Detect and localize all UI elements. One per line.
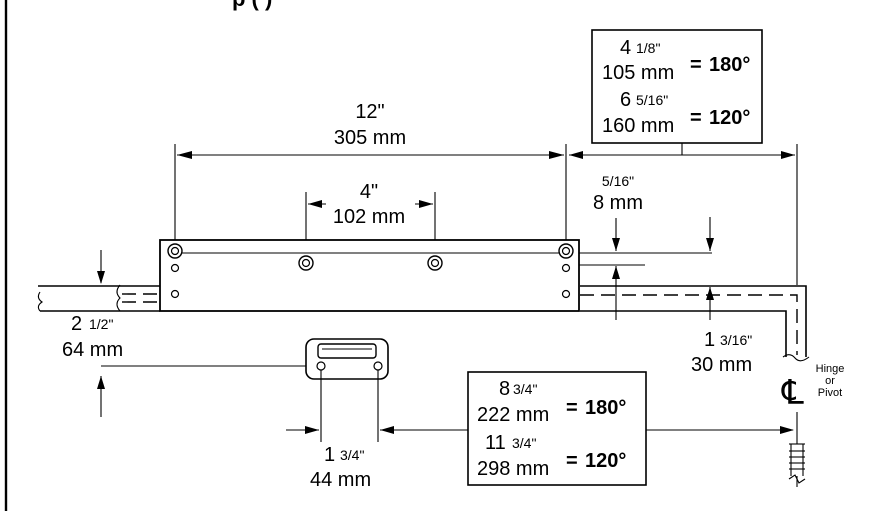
top-info-box: 4 1/8" 105 mm = 180° 6 5/16" 160 mm = 12… bbox=[591, 29, 763, 144]
dim-offset-metric: 8 mm bbox=[593, 192, 643, 214]
small-hole bbox=[170, 289, 180, 299]
bottom-row2-imperial-whole: 11 bbox=[485, 432, 506, 454]
centerline-symbol-icon: ℄ bbox=[781, 374, 804, 412]
hinge-label-line1: Hinge bbox=[816, 363, 845, 375]
dim-overall-metric: 305 mm bbox=[334, 127, 406, 149]
bottom-row2-imperial-frac: 3/4" bbox=[512, 435, 536, 451]
dim-bracket: 1 3/4" 44 mm bbox=[286, 426, 468, 491]
top-row1-angle: 180° bbox=[709, 54, 750, 76]
bottom-row1-equals: = bbox=[566, 397, 578, 419]
top-row1-metric: 105 mm bbox=[602, 62, 674, 84]
hinge-label-line2: or bbox=[825, 375, 835, 387]
dim-height-metric: 64 mm bbox=[62, 339, 123, 361]
top-info-box-frame bbox=[591, 29, 763, 144]
bottom-row1-imperial-frac: 3/4" bbox=[513, 381, 537, 397]
dim-reveal-imperial-whole: 1 bbox=[704, 329, 715, 351]
arrowhead-down bbox=[97, 271, 105, 284]
bottom-info-box: 8 3/4" 222 mm = 180° 11 3/4" 298 mm = 12… bbox=[467, 371, 647, 486]
dim-reveal-metric: 30 mm bbox=[691, 354, 752, 376]
bottom-row2-equals: = bbox=[566, 450, 578, 472]
bottom-row1-imperial-whole: 8 bbox=[499, 378, 510, 400]
mounting-plate-body bbox=[159, 239, 580, 312]
dim-overall: 12" 305 mm bbox=[177, 101, 564, 159]
hinge-centerline: ℄ Hinge or Pivot bbox=[781, 363, 844, 444]
dim-inner-imperial: 4" bbox=[360, 181, 378, 203]
top-row2-metric: 160 mm bbox=[602, 115, 674, 137]
bottom-row2-metric: 298 mm bbox=[477, 458, 549, 480]
screw-hole-inner bbox=[170, 246, 180, 256]
small-hole bbox=[170, 263, 180, 273]
rail-bottom-right bbox=[580, 310, 787, 357]
hinge-label-line3: Pivot bbox=[818, 387, 842, 399]
screw-hole-inner bbox=[561, 246, 571, 256]
top-row1-equals: = bbox=[690, 54, 702, 76]
dim-inner: 4" 102 mm bbox=[305, 181, 436, 258]
bracket bbox=[305, 338, 389, 442]
rail-dash-right bbox=[580, 294, 798, 355]
screw-hole bbox=[558, 243, 574, 259]
dim-reveal: 1 3/16" 30 mm bbox=[691, 287, 752, 376]
dim-height-imperial-frac: 1/2" bbox=[89, 316, 113, 332]
small-hole bbox=[561, 263, 571, 273]
arrowhead-left bbox=[308, 200, 322, 208]
top-row2-equals: = bbox=[690, 107, 702, 129]
dim-height: 2 1/2" 64 mm bbox=[62, 250, 316, 417]
screw-hole bbox=[167, 243, 183, 259]
wall-break-mid bbox=[116, 284, 121, 312]
wall-break-left bbox=[37, 291, 43, 312]
small-hole bbox=[561, 289, 571, 299]
bracket-hole bbox=[373, 361, 383, 371]
bottom-info-box-frame bbox=[467, 371, 647, 486]
top-row2-imperial-frac: 5/16" bbox=[636, 92, 668, 108]
bottom-row2-angle: 120° bbox=[585, 450, 626, 472]
dim-bottom-box bbox=[646, 426, 794, 434]
arrowhead-up bbox=[97, 376, 105, 389]
wall-break-right bbox=[782, 354, 810, 362]
dim-bracket-imperial-frac: 3/4" bbox=[340, 447, 364, 463]
dim-bracket-metric: 44 mm bbox=[310, 469, 371, 491]
dim-height-imperial-whole: 2 bbox=[71, 313, 82, 335]
dim-bracket-imperial-whole: 1 bbox=[324, 444, 335, 466]
pivot-post-icon bbox=[788, 443, 806, 487]
arrowhead-right bbox=[781, 151, 795, 159]
dim-top-box bbox=[569, 143, 795, 159]
bracket-hole bbox=[316, 361, 326, 371]
dim-reveal-imperial-frac: 3/16" bbox=[720, 332, 752, 348]
top-row2-imperial-whole: 6 bbox=[620, 89, 631, 111]
bottom-row1-angle: 180° bbox=[585, 397, 626, 419]
dim-inner-metric: 102 mm bbox=[333, 206, 405, 228]
arrowhead-right bbox=[419, 200, 433, 208]
arrowhead-left bbox=[569, 151, 583, 159]
dim-offset: 5/16" 8 mm bbox=[579, 173, 714, 320]
post-break bbox=[788, 474, 806, 484]
screw-hole bbox=[427, 255, 443, 271]
door-rail bbox=[37, 284, 810, 362]
arrowhead-left bbox=[177, 151, 192, 159]
arrowhead-down bbox=[706, 238, 714, 251]
rail-top-right bbox=[580, 285, 807, 357]
bracket-slot bbox=[317, 343, 377, 359]
arrowhead-left bbox=[380, 426, 394, 434]
dim-offset-imperial: 5/16" bbox=[602, 173, 634, 189]
top-row1-imperial-whole: 4 bbox=[620, 37, 631, 59]
header-title: p ( ) bbox=[232, 0, 272, 11]
screw-hole-inner bbox=[301, 258, 311, 268]
arrowhead-right bbox=[549, 151, 564, 159]
screw-hole-inner bbox=[430, 258, 440, 268]
bottom-row1-metric: 222 mm bbox=[477, 404, 549, 426]
top-row2-angle: 120° bbox=[709, 107, 750, 129]
mounting-plate bbox=[159, 239, 580, 312]
screw-hole bbox=[298, 255, 314, 271]
top-row1-imperial-frac: 1/8" bbox=[636, 40, 660, 56]
arrowhead-down bbox=[612, 238, 620, 251]
arrowhead-up bbox=[612, 266, 620, 279]
arrowhead-right bbox=[780, 426, 794, 434]
arrowhead-up bbox=[706, 287, 714, 300]
arrowhead-right bbox=[305, 426, 319, 434]
dim-overall-imperial: 12" bbox=[355, 101, 384, 123]
